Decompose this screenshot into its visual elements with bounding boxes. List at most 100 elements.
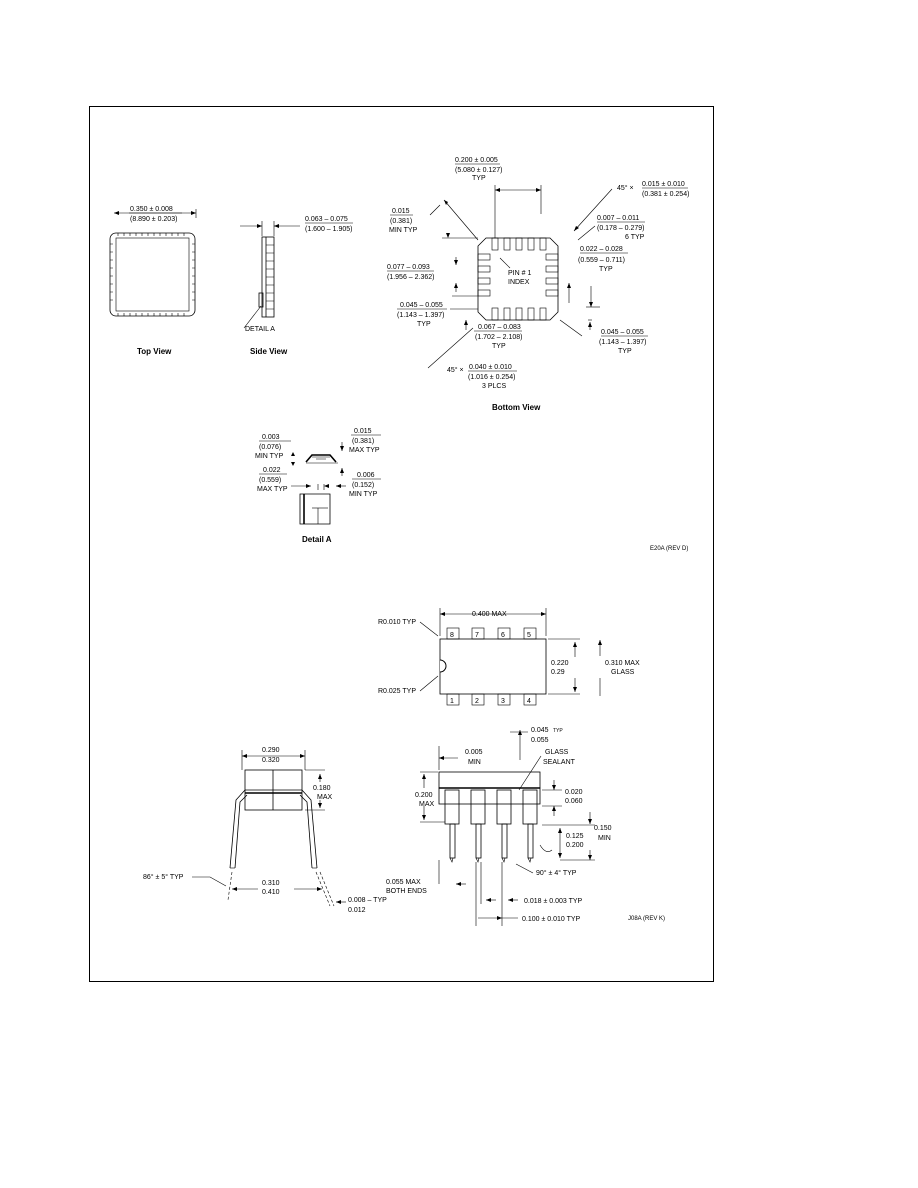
bv-chamfer2-mm: (1.016 ± 0.254) xyxy=(468,374,515,381)
bv-pad-b-mm: (0.559 – 0.711) xyxy=(578,257,625,264)
bv-left-dim: 0.077 – 0.093 xyxy=(387,264,430,271)
dip-w1: 0.220 xyxy=(551,660,569,667)
lcc-top-view: 0.350 ± 0.008 (8.890 ± 0.203) Top View xyxy=(109,206,197,356)
top-view-width-dim: 0.350 ± 0.008 xyxy=(130,206,173,213)
side-d-top: 0.045 xyxy=(531,727,549,734)
end-spreadb: 0.410 xyxy=(262,889,280,896)
dip-w2b: GLASS xyxy=(611,669,635,676)
end-h: 0.180 xyxy=(313,785,331,792)
side-seat: 0.125 xyxy=(566,833,584,840)
detail-a-d4-mm: (0.152) xyxy=(352,482,374,489)
dip-drawing-id: J08A (REV K) xyxy=(628,916,665,922)
dip-side-leads xyxy=(444,789,538,863)
bv-pitch-top: 0.200 ± 0.005 xyxy=(455,157,498,164)
end-w: 0.290 xyxy=(262,747,280,754)
bv-chamfer-mm: (0.381 ± 0.254) xyxy=(642,191,689,198)
bv-left2-dim-mm: (1.143 – 1.397) xyxy=(397,312,444,319)
bv-index-label: INDEX xyxy=(508,279,530,286)
side-pitch: 0.100 ± 0.010 TYP xyxy=(522,916,581,923)
side-d-min: 0.005 xyxy=(465,749,483,756)
detail-a-d3-mm: (0.559) xyxy=(259,477,281,484)
bv-chamfer2: 45° × xyxy=(447,366,464,374)
detail-a-d1-mm: (0.076) xyxy=(259,444,281,451)
bv-bottom-note: TYP xyxy=(492,343,506,350)
dip-pin-6: 6 xyxy=(501,632,505,639)
dip-len: 0.400 MAX xyxy=(472,611,507,618)
side-h: 0.200 xyxy=(415,792,433,799)
top-view-width-dim-mm: (8.890 ± 0.203) xyxy=(130,216,177,223)
side-d-top-note: TYP xyxy=(553,728,563,734)
bv-pad-b-note: TYP xyxy=(599,266,613,273)
end-leadb: 0.012 xyxy=(348,907,366,914)
bv-pitch-top-mm: (5.080 ± 0.127) xyxy=(455,167,502,174)
bottom-view-title: Bottom View xyxy=(492,403,541,412)
bv-chamfer2-note: 3 PLCS xyxy=(482,383,506,390)
bv-pad-a: 0.007 – 0.011 xyxy=(597,215,639,222)
bv-min-typ-a: 0.015 xyxy=(392,208,410,215)
bv-pin-label: PIN # 1 xyxy=(508,270,531,277)
bv-left2-dim: 0.045 – 0.055 xyxy=(400,302,443,309)
end-angle: 86° ± 5° TYP xyxy=(143,873,184,881)
end-spread: 0.310 xyxy=(262,880,280,887)
side-d-minb: MIN xyxy=(468,759,481,766)
side-glassb: SEALANT xyxy=(543,759,576,766)
detail-a-d4-note: MIN TYP xyxy=(349,491,378,498)
detail-a-d3-note: MAX TYP xyxy=(257,486,288,493)
side-ends: 0.055 MAX xyxy=(386,879,421,886)
detail-a-d3: 0.022 xyxy=(263,467,281,474)
side-view-title: Side View xyxy=(250,347,288,356)
side-t: 0.020 xyxy=(565,789,583,796)
bv-min-typ-a-note: MIN TYP xyxy=(389,227,418,234)
detail-a-d2-note: MAX TYP xyxy=(349,447,380,454)
bv-left2-note: TYP xyxy=(417,321,431,328)
detail-a-callout: DETAIL A xyxy=(245,326,275,333)
dip-pin-8: 8 xyxy=(450,632,454,639)
detail-a-d1-note: MIN TYP xyxy=(255,453,284,460)
bv-bottom-dim: 0.067 – 0.083 xyxy=(478,324,521,331)
dip-pin-2: 2 xyxy=(475,698,479,705)
bv-pitch-top-typ: TYP xyxy=(472,175,486,182)
bv-bottom-dim-mm: (1.702 – 2.108) xyxy=(475,334,522,341)
dip-side-view: 0.045 TYP 0.055 0.005 MIN GLASS SEALANT xyxy=(386,727,665,926)
bv-chamfer-val: 0.015 ± 0.010 xyxy=(642,181,685,188)
top-view-title: Top View xyxy=(137,347,172,356)
detail-a-d2-mm: (0.381) xyxy=(352,438,374,445)
bv-chamfer2-val: 0.040 ± 0.010 xyxy=(469,364,512,371)
side-view-height-dim: 0.063 – 0.075 xyxy=(305,216,348,223)
detail-a-title: Detail A xyxy=(302,535,332,544)
side-d-topb: 0.055 xyxy=(531,737,549,744)
end-lead: 0.008 – TYP xyxy=(348,897,387,904)
dip-pin-1: 1 xyxy=(450,698,454,705)
side-seatb: 0.200 xyxy=(566,842,584,849)
lcc-detail-a: 0.003 (0.076) MIN TYP 0.015 (0.381) MAX … xyxy=(255,428,688,552)
bv-pad-b: 0.022 – 0.028 xyxy=(580,246,623,253)
detail-a-d4: 0.006 xyxy=(357,472,375,479)
detail-a-d2: 0.015 xyxy=(354,428,372,435)
dip-pin-4: 4 xyxy=(527,698,531,705)
dip-end-view: 0.290 0.320 0.180 MAX 86° ± 5° TYP 0.310… xyxy=(143,747,387,914)
end-hb: MAX xyxy=(317,794,333,801)
dip-w2: 0.310 MAX xyxy=(605,660,640,667)
end-wb: 0.320 xyxy=(262,757,280,764)
bv-right-dim: 0.045 – 0.055 xyxy=(601,329,644,336)
side-hb: MAX xyxy=(419,801,435,808)
side-view-height-dim-mm: (1.600 – 1.905) xyxy=(305,226,352,233)
bv-left-dim-mm: (1.956 – 2.362) xyxy=(387,274,434,281)
bv-right-note: TYP xyxy=(618,348,632,355)
side-glass: GLASS xyxy=(545,749,569,756)
lcc-side-view: 0.063 – 0.075 (1.600 – 1.905) DETAIL A S… xyxy=(240,216,353,356)
dip-top-pins: 8 7 6 5 1 2 3 4 xyxy=(446,627,537,706)
bv-right-dim-mm: (1.143 – 1.397) xyxy=(599,339,646,346)
side-tb: 0.060 xyxy=(565,798,583,805)
dip-w1b: 0.29 xyxy=(551,669,565,676)
dip-pin-5: 5 xyxy=(527,632,531,639)
side-lead-w: 0.018 ± 0.003 TYP xyxy=(524,898,583,905)
dip-top-view: R0.010 TYP R0.025 TYP 0.400 MAX 8 7 6 5 … xyxy=(378,608,640,706)
dip-r1: R0.010 TYP xyxy=(378,619,416,626)
side-lead-lenb: MIN xyxy=(598,835,611,842)
side-endsb: BOTH ENDS xyxy=(386,888,427,895)
lcc-bottom-view: 0.200 ± 0.005 (5.080 ± 0.127) TYP 45° × … xyxy=(387,157,689,412)
detail-a-d1: 0.003 xyxy=(262,434,280,441)
dip-pin-7: 7 xyxy=(475,632,479,639)
dip-r2: R0.025 TYP xyxy=(378,688,416,695)
